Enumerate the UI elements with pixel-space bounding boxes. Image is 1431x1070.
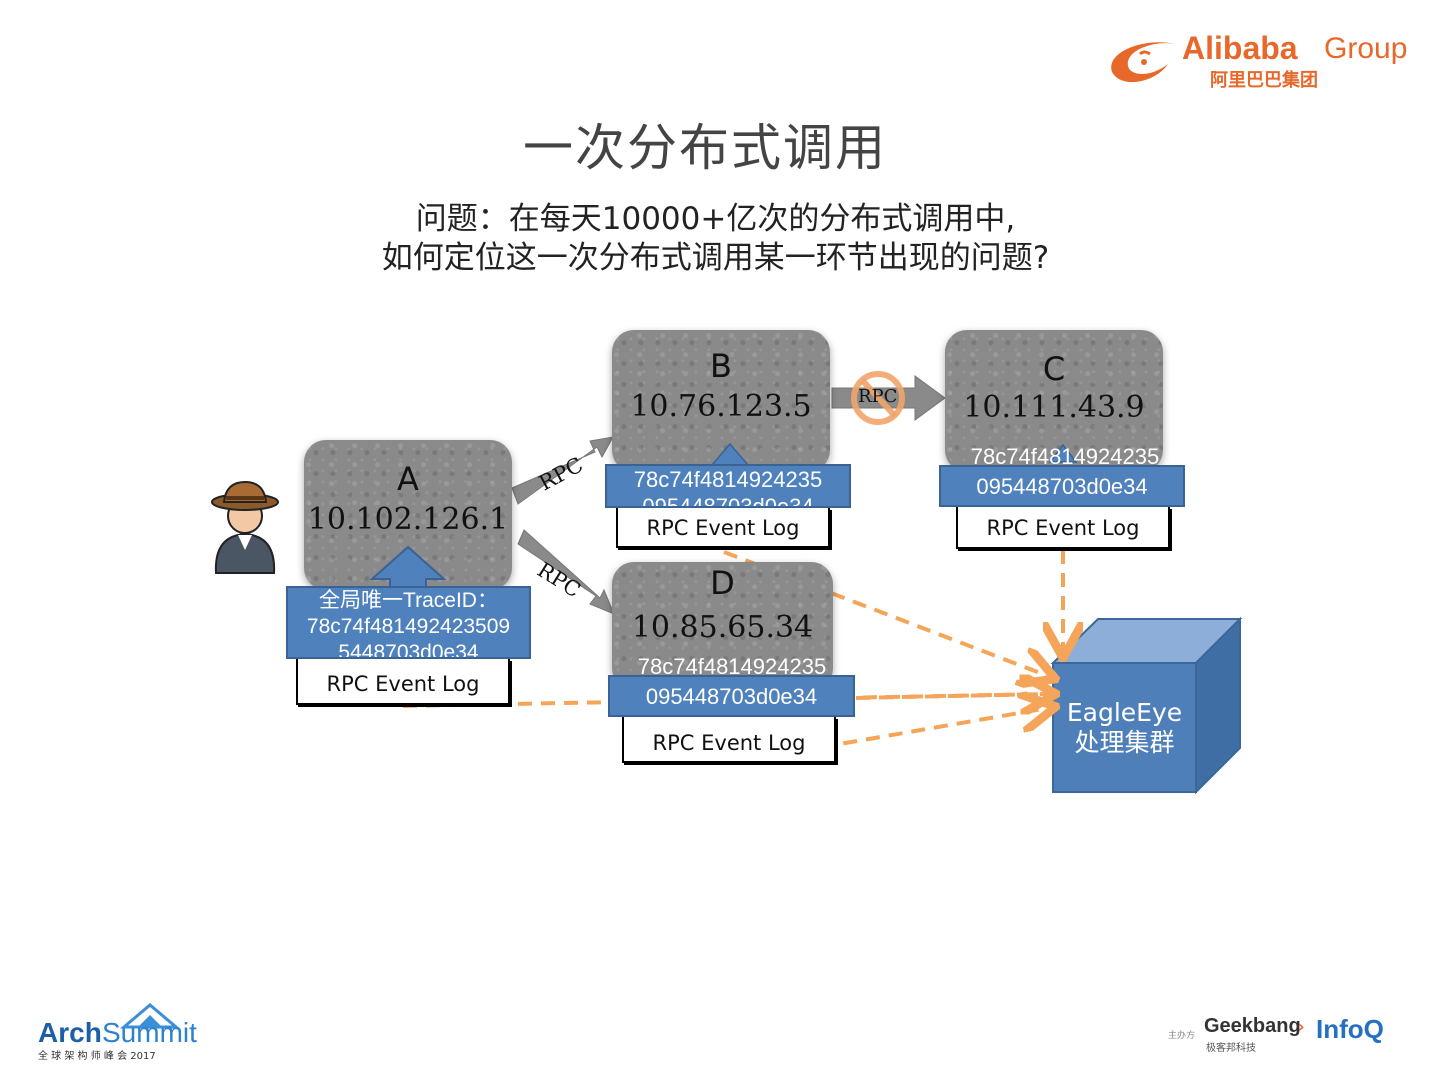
traceid-overflow-d: 78c74f4814924235: [637, 654, 827, 679]
node-letter: A: [397, 460, 419, 498]
node-letter: C: [1042, 350, 1066, 388]
host-label: 主办方: [1168, 1031, 1196, 1041]
node-ip: 10.111.43.9: [963, 390, 1145, 425]
alibaba-wordmark: Alibaba: [1182, 30, 1298, 66]
eagleeye-subtitle: 处理集群: [1074, 728, 1175, 757]
traceid-label: 全局唯一TraceID：: [319, 589, 498, 612]
traceid-value-1: 78c74f4814924235: [633, 467, 823, 492]
rpc-arrow-a-to-d: [517, 529, 615, 615]
geekbang-word: Geekbang: [1204, 1015, 1301, 1037]
geekbang-arrow-icon: ›: [1298, 1017, 1305, 1036]
alibaba-logo: Alibaba Group 阿里巴巴集团: [1100, 30, 1420, 92]
rpc-arrow-a-to-b: [511, 436, 614, 505]
question-line-1: 问题：在每天10000+亿次的分布式调用中,: [415, 201, 1016, 237]
blocked-icon: [851, 371, 905, 425]
traceid-overflow-c: 78c74f4814924235: [970, 444, 1160, 469]
geekbang-logo: Geekbang › 极客邦科技: [1204, 1015, 1314, 1055]
event-log-a: RPC Event Log: [296, 659, 510, 705]
eagleeye-cube-icon: [1050, 616, 1243, 795]
node-ip: 10.76.123.5: [630, 389, 812, 424]
traceid-value-2: 095448703d0e34: [645, 684, 818, 709]
server-node-c: C 10.111.43.9: [945, 330, 1163, 472]
arch-word: Arch: [38, 1017, 102, 1048]
node-ip: 10.85.65.34: [631, 610, 814, 645]
geekbang-sub: 极客邦科技: [1206, 1043, 1256, 1054]
alibaba-swirl-icon: [1111, 42, 1175, 83]
rpc-label-b-c: RPC: [858, 386, 898, 407]
traceid-box-d: 095448703d0e34: [608, 675, 855, 717]
infoq-logo: InfoQ: [1316, 1014, 1384, 1044]
traceid-value-2: 5448703d0e34: [338, 641, 479, 659]
traceid-box-c: 095448703d0e34: [939, 465, 1185, 507]
summit-word: Summit: [102, 1017, 197, 1048]
alibaba-cn-name: 阿里巴巴集团: [1210, 70, 1318, 91]
traceid-box-b: 78c74f4814924235 095448703d0e34: [605, 464, 851, 508]
node-ip: 10.102.126.1: [307, 502, 509, 537]
server-node-d: D 10.85.65.34: [612, 562, 833, 690]
traceid-value-2: 095448703d0e34: [642, 494, 814, 508]
trace-up-arrow-c: [1048, 444, 1078, 463]
question-line-2: 如何定位这一次分布式调用某一环节出现的问题?: [381, 240, 1050, 276]
eagleeye-label: EagleEye 处理集群: [1053, 698, 1196, 758]
eagleeye-name: EagleEye: [1066, 698, 1183, 727]
page-title: 一次分布式调用: [523, 119, 887, 177]
traceid-box-a: 全局唯一TraceID： 78c74f481492423509 5448703d…: [286, 586, 531, 659]
archsummit-sub: 全 球 架 构 师 峰 会 2017: [38, 1051, 156, 1062]
node-letter: D: [710, 564, 735, 602]
node-letter: B: [710, 347, 732, 385]
traceid-value-1: 78c74f481492423509: [306, 615, 511, 638]
mountain-icon: [120, 1003, 180, 1029]
alibaba-group-word: Group: [1324, 32, 1408, 65]
user-avatar-icon: [211, 480, 279, 574]
event-log-c: RPC Event Log: [956, 507, 1170, 549]
event-log-b: RPC Event Log: [616, 508, 830, 548]
server-node-b: B 10.76.123.5: [612, 330, 830, 472]
rpc-arrow-b-to-c: [831, 375, 946, 421]
traceid-value-2: 095448703d0e34: [976, 474, 1148, 499]
trace-up-arrow-a: [369, 545, 447, 591]
archsummit-logo: Arch Summit 全 球 架 构 师 峰 会 2017: [38, 1003, 208, 1063]
flow-d-trace-to-eagleeye: [855, 692, 1049, 700]
event-log-d: RPC Event Log: [622, 717, 836, 763]
